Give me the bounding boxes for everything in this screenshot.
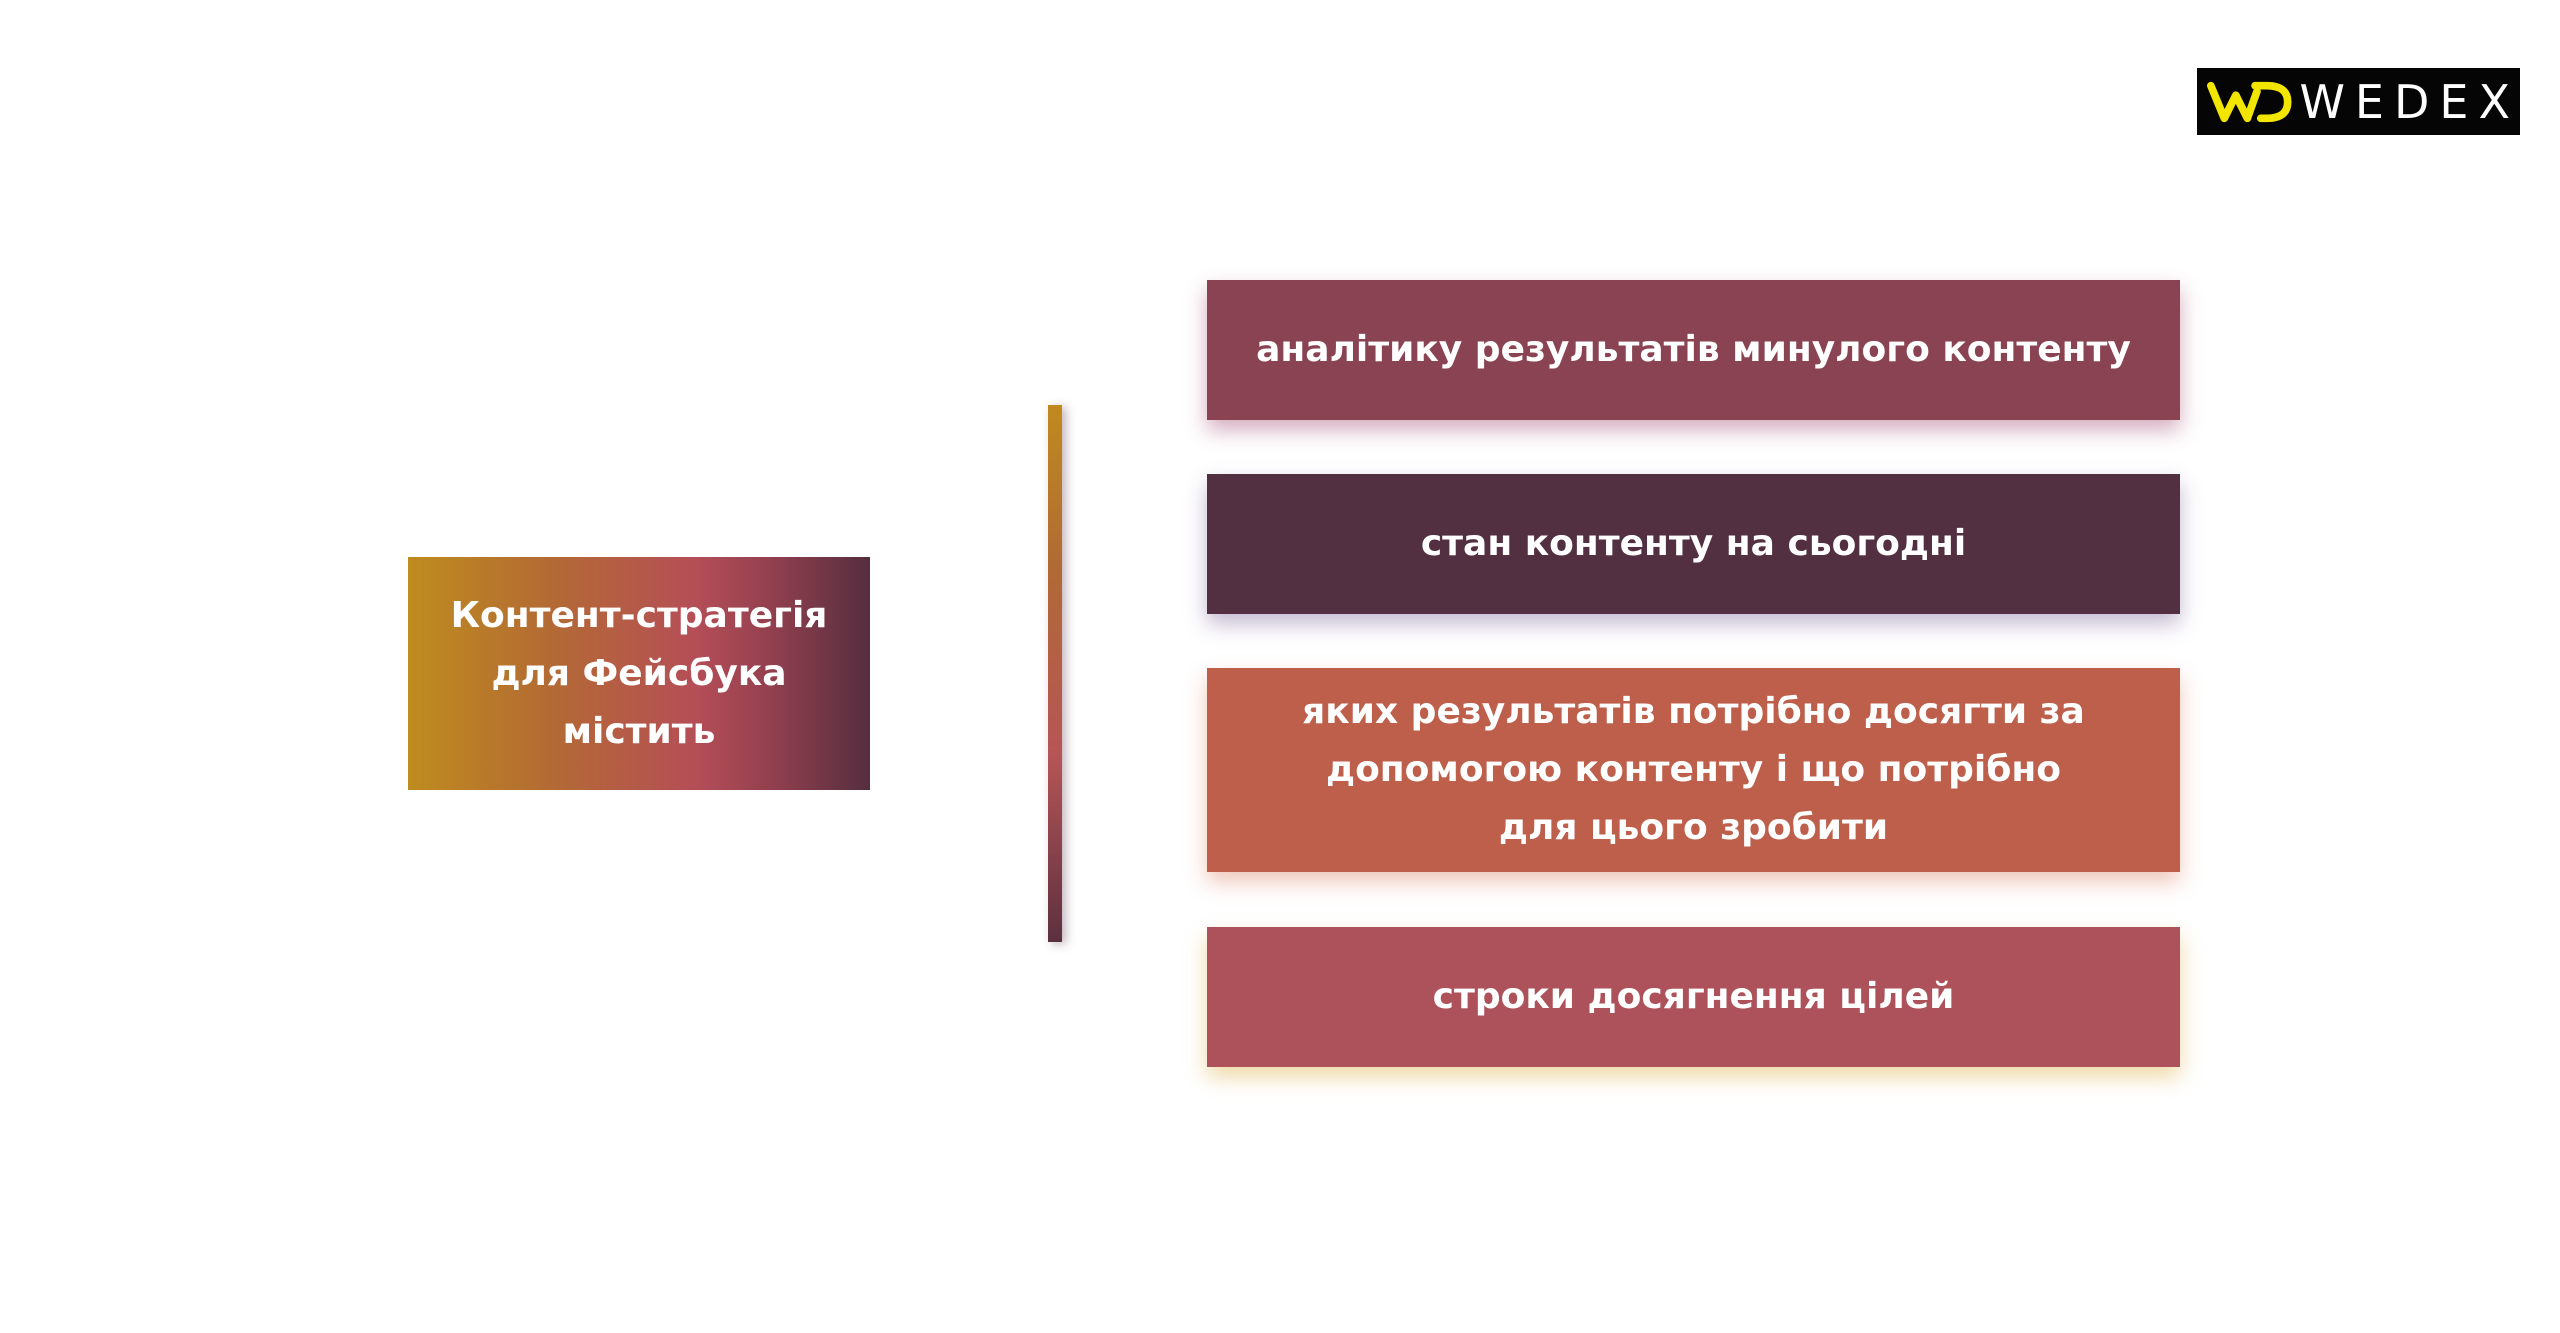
item-current-state: стан контенту на сьогодні — [1207, 474, 2180, 614]
wd-logo-mark-icon — [2207, 81, 2292, 122]
item-analytics: аналітику результатів минулого контенту — [1207, 280, 2180, 420]
logo-brand-text: WEDEX — [2299, 74, 2520, 129]
item-deadlines: строки досягнення цілей — [1207, 927, 2180, 1067]
vertical-divider — [1048, 405, 1062, 942]
wedex-logo: WEDEX — [2197, 68, 2520, 135]
central-topic-box: Контент-стратегія для Фейсбука містить — [408, 557, 870, 790]
item-goals: яких результатів потрібно досягти за доп… — [1207, 668, 2180, 872]
